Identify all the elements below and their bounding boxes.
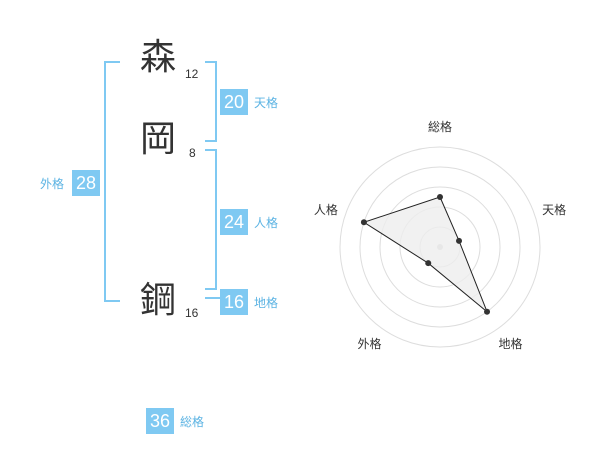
name-char-2: 岡	[140, 119, 177, 160]
chikaku-connector	[205, 297, 220, 299]
gaikaku-label: 外格	[40, 177, 65, 191]
gaikaku-value: 28	[72, 170, 100, 196]
radar-axis-label-3: 地格	[499, 336, 523, 351]
gaikaku-bracket	[104, 61, 120, 302]
tenkaku-label: 天格	[254, 96, 279, 110]
stroke-count-1: 12	[185, 67, 199, 81]
stroke-count-2: 8	[189, 146, 196, 160]
chikaku-label: 地格	[254, 296, 279, 310]
radar-axis-label-4: 外格	[357, 336, 381, 351]
radar-polygon	[362, 196, 488, 313]
jinkaku-value: 24	[220, 209, 248, 235]
chikaku-value: 16	[220, 289, 248, 315]
tenkaku-value: 20	[220, 89, 248, 115]
radar-axis-label-2: 天格	[542, 202, 566, 217]
radar-point-5	[360, 219, 367, 226]
radar-axis-label-1: 総格	[428, 119, 452, 134]
radar-point-1	[437, 194, 443, 200]
soukaku-value: 36	[146, 408, 174, 434]
radar-grid-ring	[359, 166, 521, 328]
stroke-count-3: 16	[185, 306, 199, 320]
name-char-3: 鋼	[140, 280, 177, 321]
radar-axis-label-5: 人格	[314, 202, 338, 217]
radar-point-2	[456, 237, 463, 244]
radar-grid-ring	[379, 186, 501, 308]
radar-grid-ring	[339, 146, 541, 348]
radar-point-3	[484, 308, 491, 315]
tenkaku-bracket	[205, 61, 217, 142]
jinkaku-bracket	[205, 149, 217, 290]
radar-point-4	[425, 260, 432, 267]
name-char-1: 森	[140, 37, 177, 78]
soukaku-label: 総格	[180, 415, 205, 429]
jinkaku-label: 人格	[254, 216, 279, 230]
